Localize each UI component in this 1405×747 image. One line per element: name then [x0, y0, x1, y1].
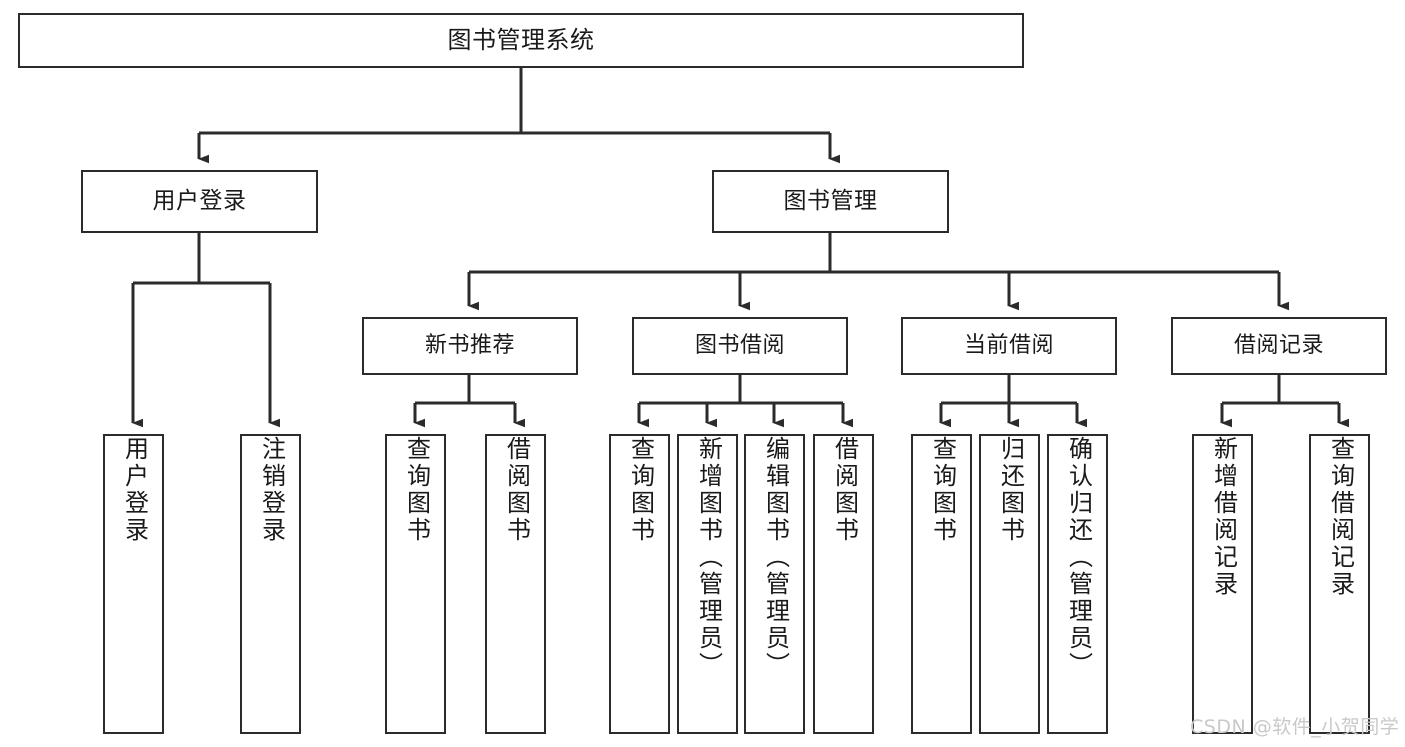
node-label: 用户登录	[152, 187, 247, 214]
node-root-system[interactable]: 图书管理系统	[18, 13, 1024, 68]
leaf-logout-login[interactable]: 注销登录	[240, 434, 301, 734]
node-new-book-recommend[interactable]: 新书推荐	[362, 317, 578, 375]
node-label: 新增图书（管理员）	[694, 436, 723, 679]
leaf-edit-book[interactable]: 编辑图书（管理员）	[744, 434, 805, 734]
node-label: 归还图书	[996, 436, 1025, 544]
csdn-watermark: CSDN @软件_小贺同学	[1190, 716, 1400, 738]
node-label: 借阅图书	[830, 436, 859, 544]
leaf-add-book[interactable]: 新增图书（管理员）	[677, 434, 738, 734]
node-label: 编辑图书（管理员）	[761, 436, 790, 679]
node-current-borrow[interactable]: 当前借阅	[901, 317, 1117, 375]
node-label: 新书推荐	[424, 332, 515, 358]
leaf-add-borrow-record[interactable]: 新增借阅记录	[1192, 434, 1253, 734]
node-label: 注销登录	[257, 436, 286, 544]
node-label: 确认归还（管理员）	[1064, 436, 1093, 679]
leaf-query-book-1[interactable]: 查询图书	[385, 434, 446, 734]
node-borrow-record[interactable]: 借阅记录	[1171, 317, 1387, 375]
leaf-query-book-2[interactable]: 查询图书	[609, 434, 670, 734]
node-label: 用户登录	[120, 436, 149, 544]
node-label: 当前借阅	[963, 332, 1054, 358]
node-label: 查询图书	[626, 436, 655, 544]
leaf-borrow-book-1[interactable]: 借阅图书	[485, 434, 546, 734]
node-label: 图书管理	[783, 187, 878, 214]
leaf-user-login[interactable]: 用户登录	[103, 434, 164, 734]
node-book-management[interactable]: 图书管理	[712, 170, 949, 233]
leaf-query-book-3[interactable]: 查询图书	[911, 434, 972, 734]
leaf-confirm-return[interactable]: 确认归还（管理员）	[1047, 434, 1108, 734]
leaf-borrow-book-2[interactable]: 借阅图书	[813, 434, 874, 734]
node-label: 图书借阅	[694, 332, 785, 358]
node-label: 借阅记录	[1233, 332, 1324, 358]
node-user-login[interactable]: 用户登录	[81, 170, 318, 233]
node-book-borrow[interactable]: 图书借阅	[632, 317, 848, 375]
leaf-return-book[interactable]: 归还图书	[979, 434, 1040, 734]
node-label: 新增借阅记录	[1209, 436, 1238, 598]
node-label: 借阅图书	[502, 436, 531, 544]
leaf-query-borrow-record[interactable]: 查询借阅记录	[1309, 434, 1370, 734]
node-label: 查询图书	[402, 436, 431, 544]
node-label: 查询借阅记录	[1326, 436, 1355, 598]
node-label: 图书管理系统	[447, 26, 595, 55]
node-label: 查询图书	[928, 436, 957, 544]
